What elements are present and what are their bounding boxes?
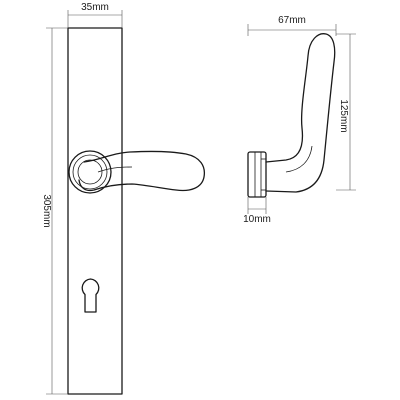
lever-handle [78, 150, 206, 192]
lever-side-inner [285, 145, 313, 173]
lever-height-label: 125mm [338, 99, 349, 132]
dimension-lever-projection: 67mm [247, 15, 337, 36]
lever-side [265, 33, 336, 193]
backplate [67, 27, 123, 395]
keyhole [81, 278, 100, 313]
dimension-plate-width: 35mm [67, 2, 123, 28]
dimension-plate-height: 305mm [41, 27, 68, 395]
rose-depth-label: 10mm [243, 214, 271, 225]
lever-projection-label: 67mm [278, 15, 306, 26]
rose [68, 150, 112, 194]
front-view [67, 27, 206, 395]
lever-inner-line [97, 166, 133, 173]
plate-height-label: 305mm [41, 194, 52, 227]
rose-side [247, 151, 267, 198]
side-view [247, 33, 336, 198]
plate-width-label: 35mm [81, 2, 109, 13]
dimension-rose-depth: 10mm [243, 197, 271, 225]
dimension-lever-height: 125mm [336, 33, 356, 191]
